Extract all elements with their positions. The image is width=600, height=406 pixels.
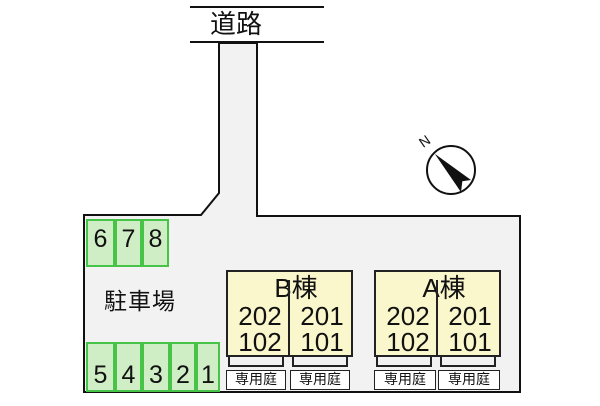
building-b-divider — [288, 280, 290, 355]
garden-b-left — [228, 357, 284, 367]
parking-stall: 2 — [170, 342, 196, 392]
compass-north-label: N — [416, 132, 433, 151]
garden-label: 専用庭 — [374, 370, 436, 390]
road-edge-top — [190, 6, 324, 8]
unit-a-101: 101 — [448, 327, 492, 357]
unit-b-201: 201 — [300, 301, 344, 331]
unit-b-202: 202 — [238, 301, 282, 331]
unit-a-202: 202 — [386, 301, 430, 331]
garden-label: 専用庭 — [438, 370, 500, 390]
north-arrow-icon: N — [416, 132, 476, 195]
building-a-divider — [436, 280, 438, 355]
building-b-title: B棟 — [274, 273, 318, 304]
unit-b-102: 102 — [238, 327, 282, 357]
unit-a-102: 102 — [386, 327, 430, 357]
parking-stall: 7 — [115, 219, 142, 267]
building-a: A棟 202 102 201 101 — [374, 270, 501, 357]
garden-label: 専用庭 — [226, 370, 286, 390]
garden-a-right — [440, 357, 496, 367]
unit-b-101: 101 — [300, 327, 344, 357]
garden-a-left — [376, 357, 432, 367]
unit-a-201: 201 — [448, 301, 492, 331]
parking-stall: 1 — [196, 342, 220, 392]
parking-stall: 6 — [86, 219, 115, 267]
parking-stall: 3 — [142, 342, 170, 392]
parking-stall: 4 — [115, 342, 142, 392]
road-label: 道路 — [209, 10, 262, 40]
garden-b-right — [292, 357, 348, 367]
parking-stall: 5 — [86, 342, 115, 392]
building-a-title: A棟 — [422, 273, 466, 304]
parking-label: 駐車場 — [104, 289, 176, 315]
building-b: B棟 202 102 201 101 — [226, 270, 353, 357]
garden-label: 専用庭 — [290, 370, 350, 390]
parking-stall: 8 — [142, 219, 169, 267]
